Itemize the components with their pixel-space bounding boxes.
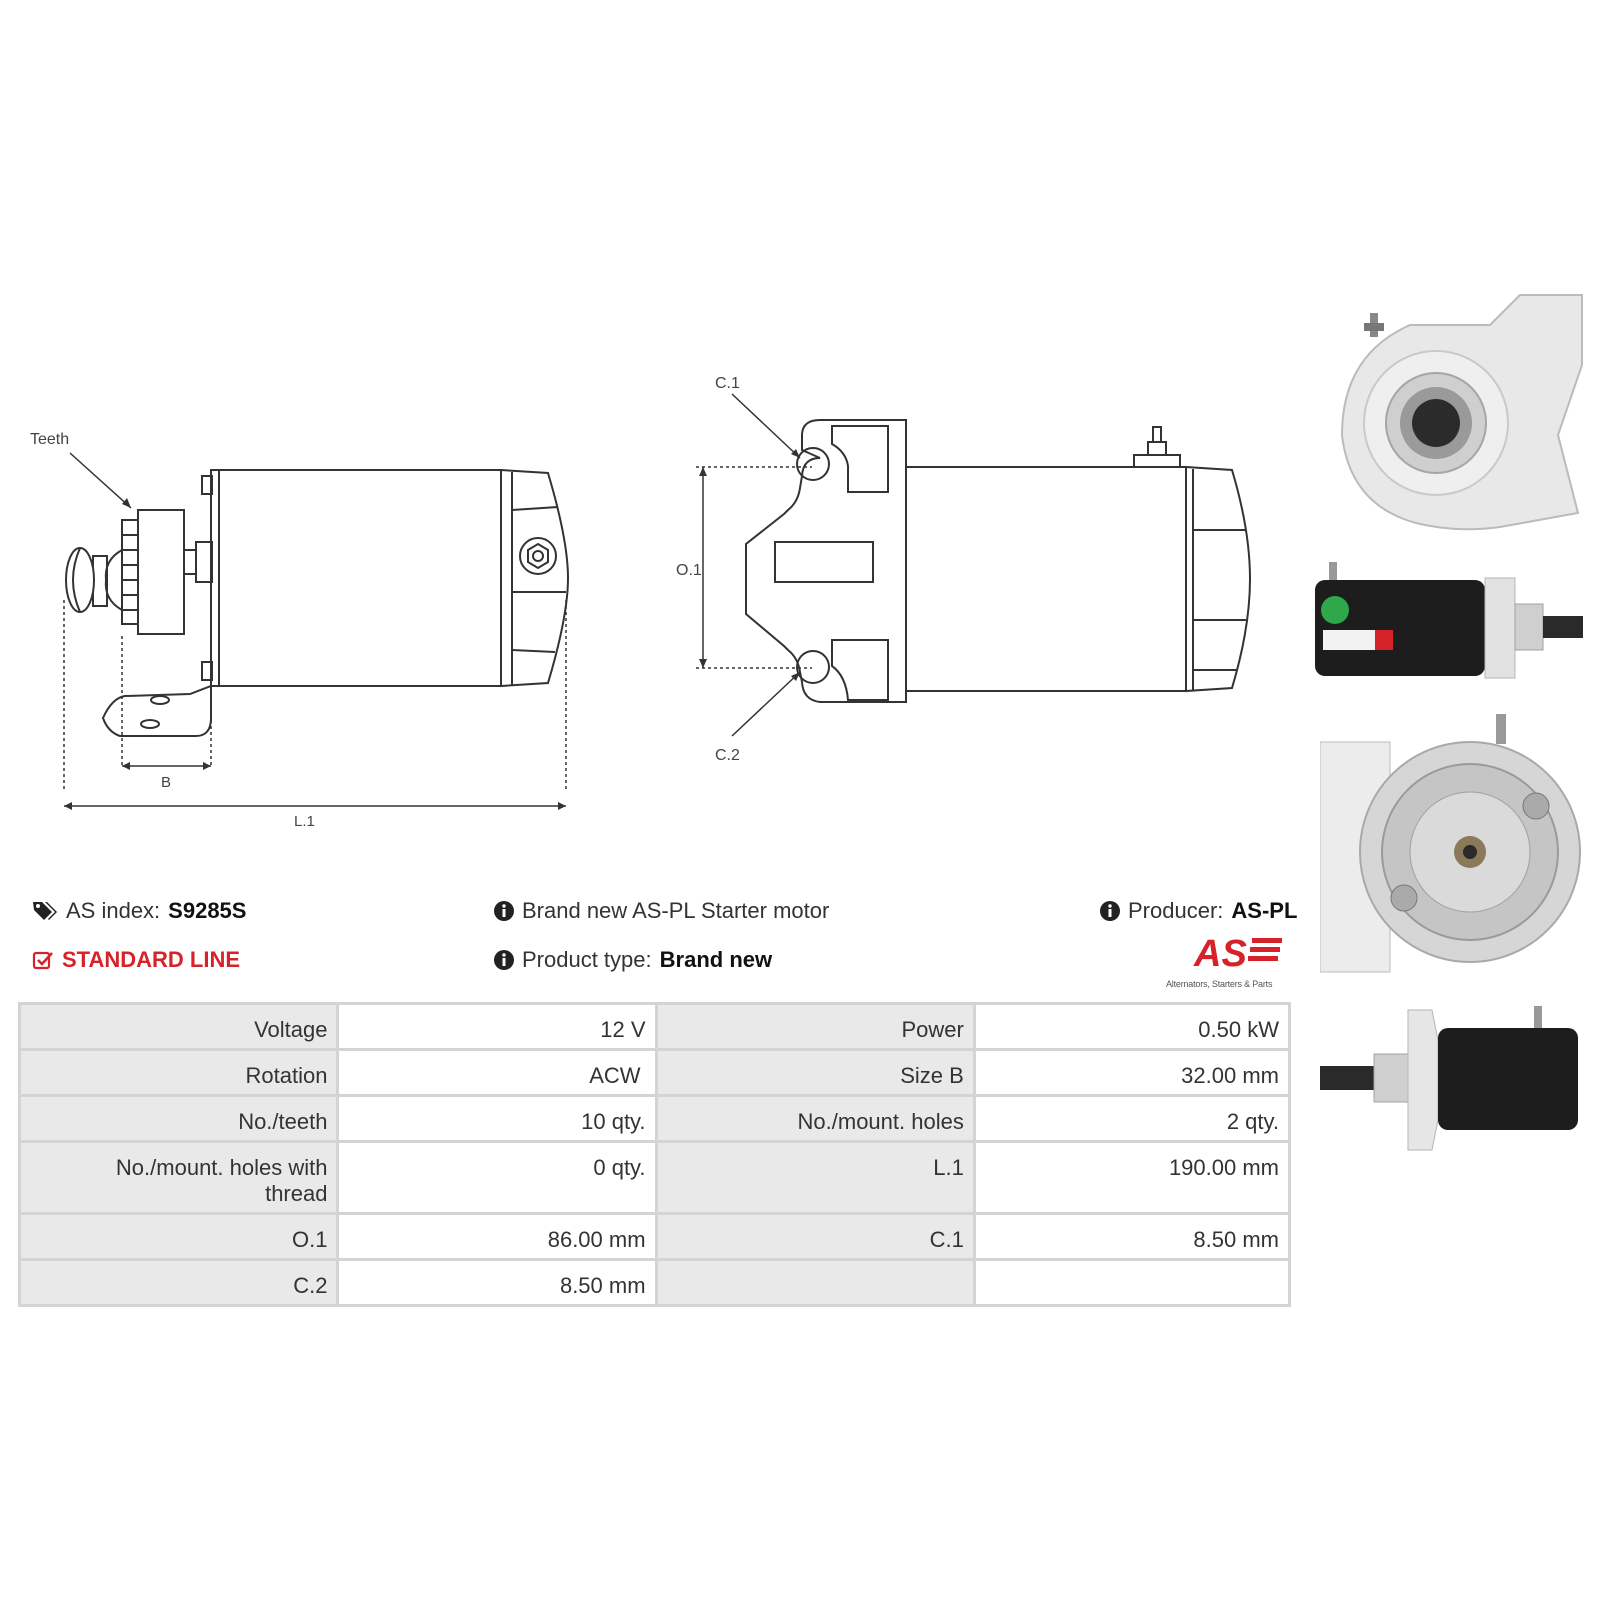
spec-label: Voltage: [17, 1002, 340, 1051]
info-icon: [1100, 901, 1120, 921]
spec-value: 86.00 mm: [336, 1212, 658, 1261]
spec-value: 190.00 mm: [972, 1140, 1292, 1215]
flange-view-drawing: C.1 O.1 C.2: [676, 375, 1252, 764]
table-row: O.1 86.00 mm C.1 8.50 mm: [17, 1212, 1292, 1261]
description-text: Brand new AS-PL Starter motor: [522, 898, 830, 923]
table-row: No./mount. holes with thread 0 qty. L.1 …: [17, 1140, 1292, 1215]
spec-label: L.1: [654, 1140, 976, 1215]
info-icon: [494, 950, 514, 970]
as-logo-mark: AS: [1193, 933, 1282, 975]
side-view-drawing: Teeth B L.1: [30, 431, 570, 830]
standard-line-label: STANDARD LINE: [62, 947, 241, 972]
mounting-flange: [745, 419, 907, 703]
mount-hole-top: [796, 447, 830, 481]
spec-value: [972, 1258, 1292, 1307]
spec-label: C.2: [17, 1258, 340, 1307]
spec-value: 12 V: [336, 1002, 658, 1051]
teeth-label: Teeth: [30, 431, 69, 448]
table-row: Voltage 12 V Power 0.50 kW: [17, 1002, 1292, 1051]
spec-value: 0 qty.: [336, 1140, 658, 1215]
spec-table: Voltage 12 V Power 0.50 kW Rotation ACW …: [17, 1002, 1292, 1307]
spec-label: Size B: [654, 1048, 976, 1097]
mount-hole-bottom: [796, 650, 830, 684]
table-row: Rotation ACW Size B 32.00 mm: [17, 1048, 1292, 1097]
producer-label: Producer:: [1128, 898, 1224, 923]
producer-value: AS-PL: [1231, 898, 1298, 923]
as-logo: AS Alternators, Starters & Parts: [1166, 932, 1296, 989]
b-dimension-label: B: [161, 774, 171, 791]
standard-line: STANDARD LINE: [32, 947, 240, 973]
product-type-label: Product type:: [522, 947, 652, 972]
motor-body: [218, 469, 502, 687]
spec-label: C.1: [654, 1212, 976, 1261]
as-index-label: AS index:: [66, 898, 161, 923]
spec-label: Power: [654, 1002, 976, 1051]
spec-label: Rotation: [17, 1048, 340, 1097]
spec-label: No./mount. holes: [654, 1094, 976, 1143]
spec-label: O.1: [17, 1212, 340, 1261]
tags-icon: [32, 900, 58, 922]
c2-label: C.2: [715, 747, 740, 764]
as-index-value: S9285S: [168, 898, 247, 923]
spec-value: ACW: [336, 1048, 658, 1097]
logo-tagline: Alternators, Starters & Parts: [1166, 979, 1273, 989]
info-icon: [494, 901, 514, 921]
product-type: Product type: Brand new: [494, 947, 772, 973]
o1-label: O.1: [676, 562, 702, 579]
spec-label: [654, 1258, 976, 1307]
spec-value: 8.50 mm: [336, 1258, 658, 1307]
as-index: AS index: S9285S: [32, 898, 246, 924]
l1-dimension-label: L.1: [294, 813, 315, 830]
product-photo-rear: [1320, 714, 1581, 973]
motor-body-front: [905, 466, 1187, 692]
product-photo-side-2: [1320, 1006, 1578, 1151]
producer: Producer: AS-PL: [1100, 898, 1297, 924]
spec-label: No./mount. holes with thread: [17, 1140, 340, 1215]
spec-value: 10 qty.: [336, 1094, 658, 1143]
spec-label: No./teeth: [17, 1094, 340, 1143]
end-cap: [500, 468, 570, 688]
product-type-value: Brand new: [659, 947, 773, 972]
checkbox-checked-icon: [32, 949, 54, 971]
svg-text:AS: AS: [1193, 933, 1247, 972]
table-row: No./teeth 10 qty. No./mount. holes 2 qty…: [17, 1094, 1292, 1143]
c1-label: C.1: [715, 375, 740, 392]
spec-value: 8.50 mm: [972, 1212, 1292, 1261]
spec-value: 32.00 mm: [972, 1048, 1292, 1097]
table-row: C.2 8.50 mm: [17, 1258, 1292, 1307]
product-photo-side: [1315, 562, 1583, 679]
product-photo-front: [1340, 294, 1583, 531]
spec-value: 0.50 kW: [972, 1002, 1292, 1051]
spec-value: 2 qty.: [972, 1094, 1292, 1143]
product-description: Brand new AS-PL Starter motor: [494, 898, 829, 924]
